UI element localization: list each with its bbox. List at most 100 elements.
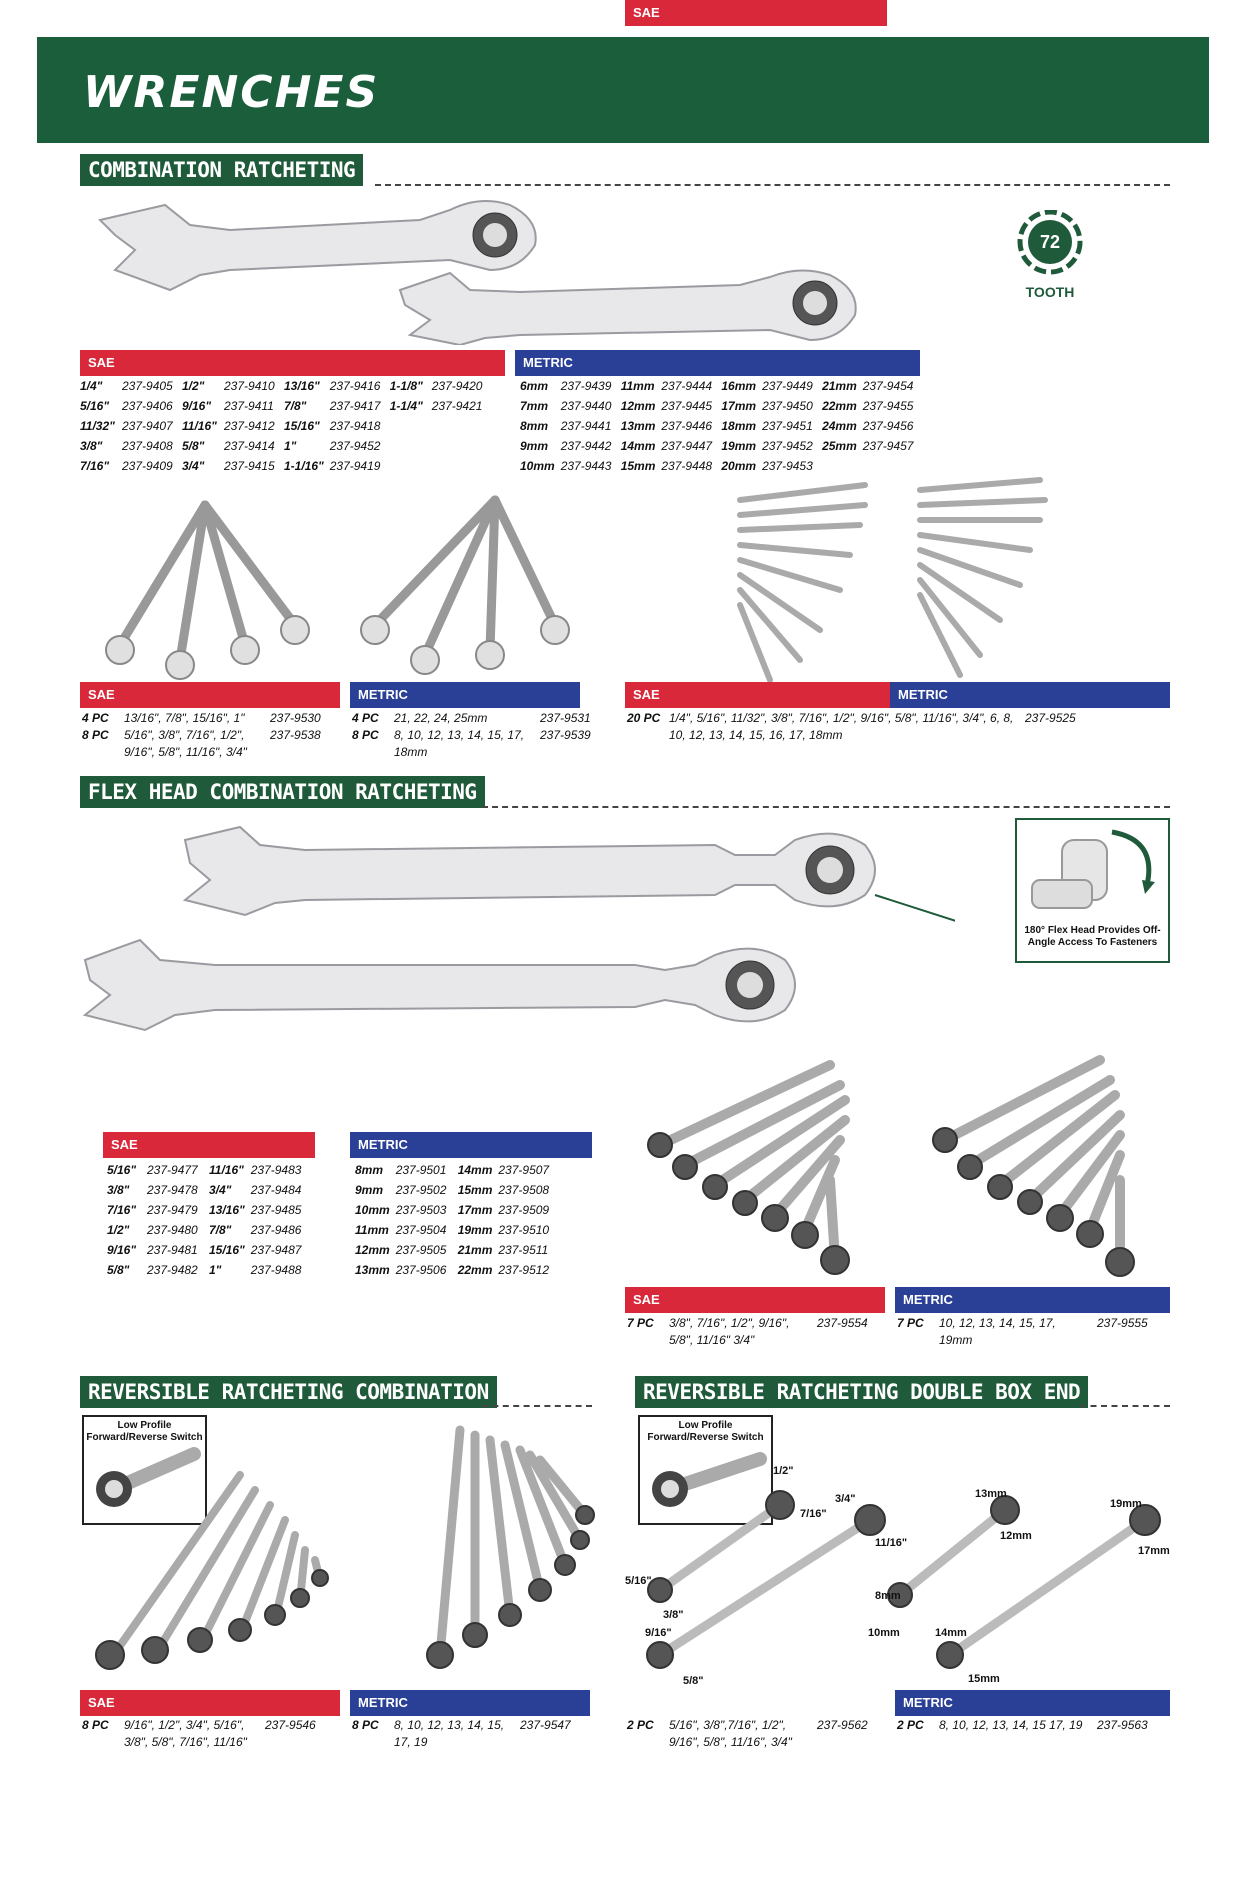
piece-count: 4 PC (352, 711, 379, 725)
size-cell: 21mm (457, 1243, 493, 1257)
part-number-cell: 237-9505 (395, 1243, 447, 1257)
part-number-cell: 237-9512 (498, 1263, 550, 1277)
4pc-metric-set-image (360, 495, 570, 675)
size-label: 5/16" (625, 1575, 652, 1587)
part-number-cell: 237-9451 (762, 419, 813, 433)
part-number-cell (432, 436, 492, 456)
size-cell: 3/8" (80, 439, 103, 453)
size-cell: 1-1/4" (389, 399, 423, 413)
size-label: 12mm (1000, 1530, 1032, 1542)
part-number-cell (432, 456, 492, 476)
flex-head-detail-icon (1031, 829, 1155, 909)
part-number-cell: 237-9508 (498, 1183, 550, 1197)
sae-header-bar: SAE (103, 1132, 315, 1158)
size-cell (390, 416, 432, 436)
sae-header-bar: SAE (625, 0, 887, 26)
set-sizes: 8, 10, 12, 13, 14, 15, 17, 18mm (394, 728, 525, 759)
sae-header-bar: SAE (625, 682, 890, 708)
size-label: 19mm (1110, 1498, 1142, 1510)
size-label: 8mm (875, 1590, 901, 1602)
size-cell: 1-1/8" (389, 379, 423, 393)
size-cell: 13mm (620, 419, 656, 433)
piece-count: 8 PC (352, 728, 379, 742)
piece-count: 8 PC (82, 1718, 109, 1732)
switch-callout-text: Low Profile Forward/Reverse Switch (647, 1420, 764, 1443)
size-cell: 19mm (721, 439, 757, 453)
metric-header-bar: METRIC (515, 350, 920, 376)
size-cell: 15mm (620, 459, 656, 473)
size-label: 3/8" (663, 1609, 684, 1621)
size-label: 14mm (935, 1627, 967, 1639)
piece-count: 2 PC (897, 1718, 924, 1732)
part-number-cell: 237-9414 (224, 439, 275, 453)
piece-count: 7 PC (627, 1316, 654, 1330)
metric-header-bar: METRIC (350, 682, 580, 708)
size-cell: 18mm (721, 419, 757, 433)
part-number-cell: 237-9440 (560, 399, 612, 413)
size-cell: 13mm (355, 1263, 390, 1277)
flex-head-callout-text: 180° Flex Head Provides Off-Angle Access… (1024, 925, 1161, 948)
part-number-cell: 237-9439 (560, 379, 612, 393)
2pc-sae-double-box-image (646, 1490, 886, 1669)
size-cell: 11/16" (209, 1163, 244, 1177)
switch-callout: Low Profile Forward/Reverse Switch (638, 1415, 773, 1525)
size-cell: 11mm (355, 1223, 389, 1237)
size-cell (390, 436, 432, 456)
size-cell: 20mm (721, 459, 757, 473)
20pc-metric-set-image (917, 477, 1048, 678)
part-number-cell: 237-9405 (122, 379, 173, 393)
part-number-cell: 237-9447 (661, 439, 713, 453)
part-number-cell: 237-9479 (147, 1203, 198, 1217)
metric-header-bar: METRIC (895, 1690, 1170, 1716)
piece-count: 8 PC (352, 1718, 379, 1732)
size-cell: 7/8" (284, 399, 307, 413)
8pc-sae-reversible-set-image (95, 1471, 329, 1670)
part-number-cell: 237-9507 (498, 1163, 550, 1177)
part-number: 237-9530 (270, 711, 321, 725)
size-label: 3/4" (835, 1493, 856, 1505)
part-number-cell: 237-9482 (147, 1263, 198, 1277)
section-title-flex-head: FLEX HEAD COMBINATION RATCHETING (80, 776, 485, 808)
size-cell: 5/16" (107, 1163, 137, 1177)
part-number-cell: 237-9488 (250, 1263, 302, 1277)
metric-header-bar: METRIC (895, 1287, 1170, 1313)
size-label: 11/16" (875, 1537, 908, 1549)
size-cell: 1/2" (107, 1223, 130, 1237)
set-sizes: 10, 12, 13, 14, 15, 17, 19mm (939, 1316, 1056, 1347)
size-cell: 1-1/16" (284, 459, 324, 473)
switch-detail-icon (652, 1452, 767, 1507)
metric-header-bar: METRIC (350, 1132, 592, 1158)
section-title-reversible-combination: REVERSIBLE RATCHETING COMBINATION (80, 1376, 497, 1408)
part-number-cell: 237-9449 (762, 379, 813, 393)
size-cell: 22mm (457, 1263, 493, 1277)
part-number: 237-9563 (1097, 1718, 1148, 1732)
size-cell: 9mm (520, 439, 549, 453)
divider (482, 1405, 592, 1407)
size-cell: 7mm (520, 399, 549, 413)
sae-header-bar: SAE (625, 1287, 885, 1313)
size-cell: 24mm (822, 419, 857, 433)
part-number: 237-9555 (1097, 1316, 1148, 1330)
tooth-count: 72 (1039, 232, 1061, 252)
size-cell: 9mm (355, 1183, 384, 1197)
size-cell: 8mm (520, 419, 549, 433)
size-cell: 5/8" (107, 1263, 130, 1277)
divider (1080, 1405, 1170, 1407)
divider (375, 184, 1170, 186)
size-cell: 21mm (822, 379, 857, 393)
metric-header-bar: METRIC (350, 1690, 590, 1716)
size-cell: 25mm (822, 439, 857, 453)
part-number-cell: 237-9444 (661, 379, 713, 393)
size-cell: 3/4" (182, 459, 205, 473)
size-cell: 3/8" (107, 1183, 130, 1197)
size-cell: 11/32" (80, 419, 115, 433)
